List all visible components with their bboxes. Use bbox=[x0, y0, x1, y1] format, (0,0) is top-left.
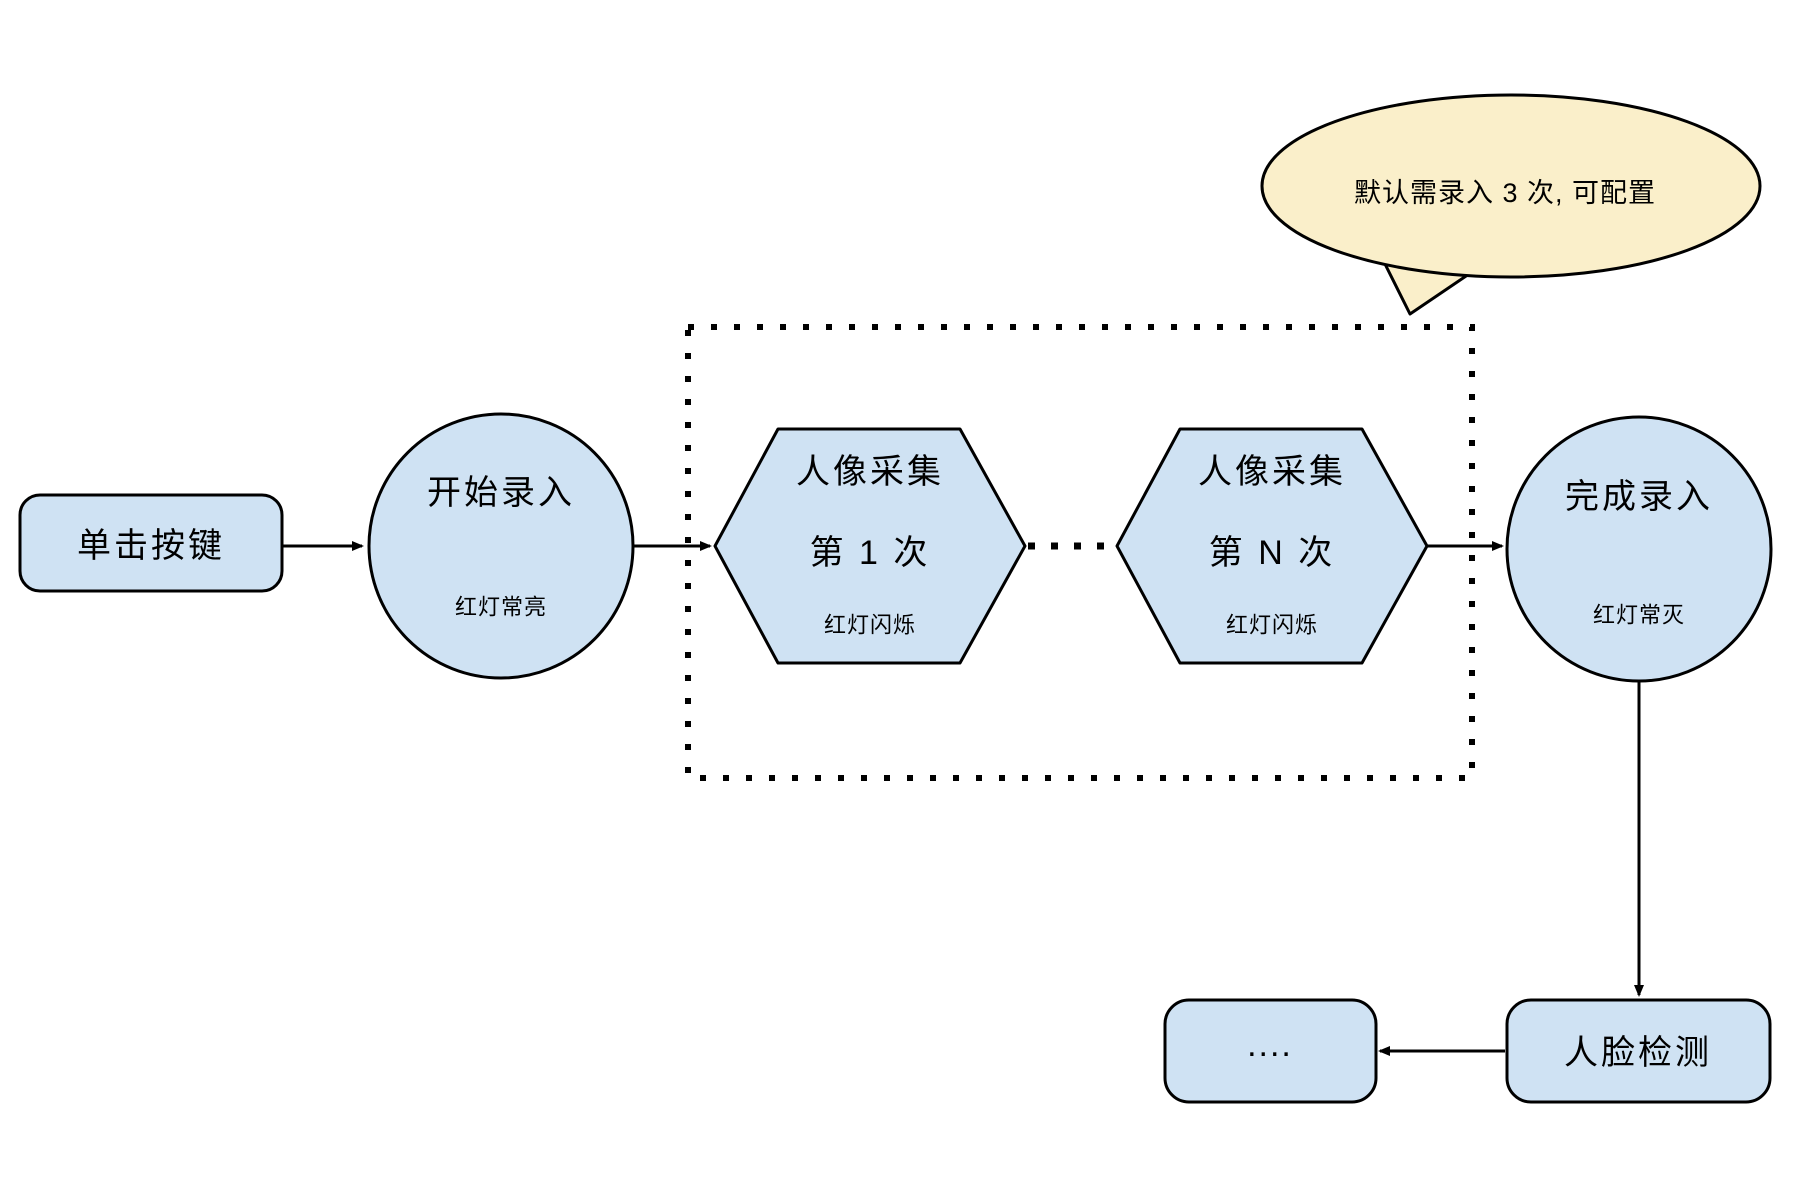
capture-nth-node: 人像采集 第 N 次 红灯闪烁 bbox=[1115, 427, 1429, 665]
ellipsis-node: .... bbox=[1163, 998, 1378, 1104]
click-button-label: 单击按键 bbox=[77, 527, 225, 565]
start-entry-shape bbox=[367, 412, 635, 680]
finish-entry-label: 完成录入 bbox=[1565, 478, 1713, 516]
finish-entry-node: 完成录入 红灯常灭 bbox=[1505, 415, 1773, 683]
capture-first-label: 人像采集 bbox=[796, 453, 944, 491]
face-detection-shape bbox=[1505, 998, 1772, 1104]
capture-nth-label2: 第 N 次 bbox=[1209, 534, 1335, 572]
ellipsis-label: .... bbox=[1247, 1026, 1293, 1064]
face-detection-node: 人脸检测 bbox=[1505, 998, 1772, 1104]
start-entry-label: 开始录入 bbox=[427, 474, 575, 512]
finish-entry-shape bbox=[1505, 415, 1773, 683]
capture-nth-sublabel: 红灯闪烁 bbox=[1226, 613, 1318, 638]
capture-first-shape bbox=[713, 427, 1027, 665]
capture-first-node: 人像采集 第 1 次 红灯闪烁 bbox=[713, 427, 1027, 665]
capture-nth-label: 人像采集 bbox=[1198, 453, 1346, 491]
click-button-shape bbox=[18, 493, 284, 593]
loop-boundary-dotted-rect bbox=[685, 324, 1475, 781]
callout-bubble: 默认需录入 3 次, 可配置 bbox=[1260, 93, 1762, 316]
click-button-node: 单击按键 bbox=[18, 493, 284, 593]
ellipsis-shape bbox=[1163, 998, 1378, 1104]
start-entry-node: 开始录入 红灯常亮 bbox=[367, 412, 635, 680]
start-entry-sublabel: 红灯常亮 bbox=[455, 595, 547, 620]
finish-entry-sublabel: 红灯常灭 bbox=[1593, 603, 1685, 628]
capture-first-label2: 第 1 次 bbox=[810, 534, 931, 572]
callout-text: 默认需录入 3 次, 可配置 bbox=[1354, 178, 1656, 208]
face-detection-label: 人脸检测 bbox=[1564, 1034, 1712, 1072]
capture-first-sublabel: 红灯闪烁 bbox=[824, 613, 916, 638]
callout-ellipse bbox=[1260, 93, 1762, 279]
